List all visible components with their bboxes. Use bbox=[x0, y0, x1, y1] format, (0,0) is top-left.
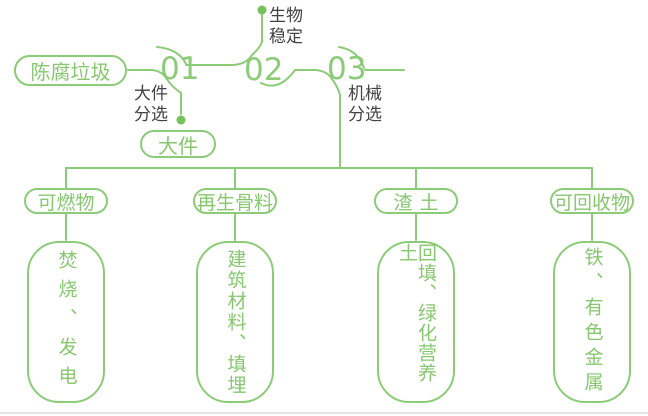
category-pill-recycled-aggregate: 再生骨料 bbox=[193, 188, 277, 214]
category-pill-recyclables: 可回收物 bbox=[550, 188, 634, 214]
arc-above-step03 bbox=[338, 46, 365, 69]
process-label-bulky-sorting: 大件 分选 bbox=[134, 84, 168, 125]
step-number-02: 02 bbox=[244, 52, 284, 88]
result-text: 焚烧、发电 bbox=[55, 249, 78, 395]
result-box-recycled-aggregate: 建筑材料、填埋 bbox=[196, 241, 274, 403]
process-label-bio-stabilization: 生物 稳定 bbox=[269, 6, 303, 47]
result-box-recyclables: 铁、有色金属 bbox=[553, 241, 631, 403]
category-pill-slag-soil: 渣土 bbox=[374, 188, 458, 214]
process-label-mechanical-sorting: 机械 分选 bbox=[348, 84, 382, 125]
step-number-03: 03 bbox=[327, 51, 367, 87]
line-step01-to-step02 bbox=[185, 13, 263, 66]
result-box-slag-soil: 回填、绿化营养土 bbox=[377, 241, 455, 403]
result-text: 建筑材料、填埋 bbox=[224, 248, 247, 396]
bulky-drop-dot bbox=[176, 115, 186, 125]
source-pill: 陈腐垃圾 bbox=[14, 55, 127, 86]
arc-above-step01 bbox=[156, 46, 187, 65]
bio-stable-dot bbox=[257, 5, 267, 15]
category-pill-combustibles: 可燃物 bbox=[24, 188, 108, 214]
result-text: 铁、有色金属 bbox=[581, 247, 604, 397]
output-pill-bulky: 大件 bbox=[140, 130, 216, 158]
bottom-edge-artifact bbox=[0, 412, 648, 414]
line-step02-to-step03 bbox=[260, 69, 341, 169]
result-text: 回填、绿化营养土 bbox=[396, 243, 437, 383]
line-source-to-step01 bbox=[127, 69, 182, 115]
result-box-combustibles: 焚烧、发电 bbox=[27, 241, 105, 403]
step-number-01: 01 bbox=[160, 51, 200, 87]
